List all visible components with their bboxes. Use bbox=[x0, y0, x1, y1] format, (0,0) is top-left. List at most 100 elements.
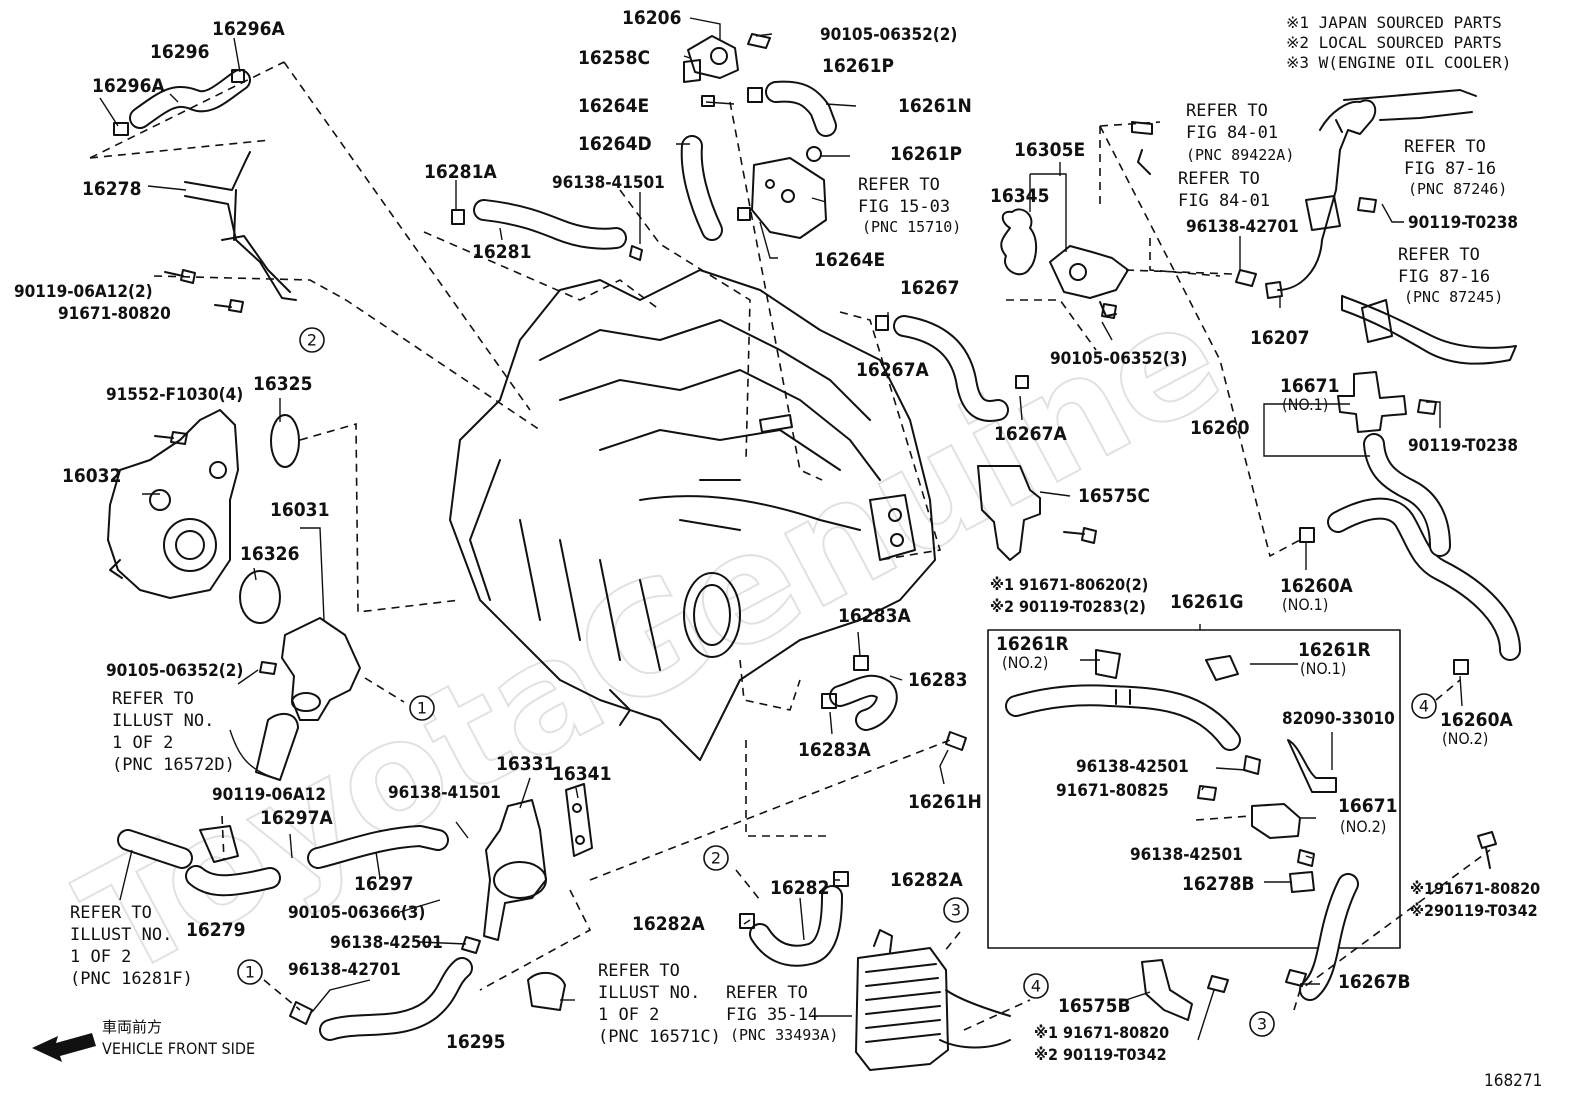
ref-fig-15-03: REFER TO FIG 15-03 (PNC 15710) bbox=[858, 175, 961, 236]
svg-text:3: 3 bbox=[951, 901, 961, 920]
front-label-en: VEHICLE FRONT SIDE bbox=[102, 1039, 255, 1058]
part-label: 16260A bbox=[1440, 709, 1513, 731]
part-label: 16282A bbox=[890, 869, 963, 891]
part-label: 91671-80825 bbox=[1056, 781, 1169, 801]
part-label: 16283A bbox=[838, 605, 911, 627]
callout-circle: 4 bbox=[1411, 693, 1437, 719]
svg-text:1 OF 2: 1 OF 2 bbox=[112, 733, 173, 753]
part-label: 16296 bbox=[150, 41, 209, 63]
part-label: 16282A bbox=[632, 913, 705, 935]
callout-circle: 2 bbox=[703, 845, 729, 871]
part-label: 16325 bbox=[253, 373, 312, 395]
part-label: 90105-06352(3) bbox=[1050, 349, 1187, 369]
sub-labels: (NO.1) (NO.1) (NO.2) (NO.2) (NO.2) (NO.1… bbox=[1002, 395, 1488, 836]
svg-text:REFER TO: REFER TO bbox=[1186, 101, 1268, 121]
part-label: 16295 bbox=[446, 1031, 505, 1053]
svg-text:FIG 35-14: FIG 35-14 bbox=[726, 1005, 818, 1025]
sub-label: (NO.2) bbox=[1002, 653, 1048, 672]
part-label: 16261H bbox=[908, 791, 982, 813]
part-label: 96138-42701 bbox=[1186, 217, 1299, 237]
note: ※191671-80820 bbox=[1410, 879, 1540, 898]
part-label: 96138-42701 bbox=[288, 960, 401, 980]
sub-label: (NO.2) bbox=[1442, 729, 1488, 748]
part-label: 96138-42501 bbox=[1076, 757, 1189, 777]
part-labels: 16296A 16296 16296A 16278 90119-06A12(2)… bbox=[14, 7, 1518, 1053]
svg-text:FIG 84-01: FIG 84-01 bbox=[1186, 123, 1278, 143]
svg-text:ILLUST NO.: ILLUST NO. bbox=[112, 711, 214, 731]
part-label: 16267A bbox=[856, 359, 929, 381]
part-label: 90119-06A12(2) bbox=[14, 282, 153, 302]
svg-text:2: 2 bbox=[711, 849, 721, 868]
note: ※1 91671-80620(2) bbox=[990, 575, 1148, 594]
part-label: 16283A bbox=[798, 739, 871, 761]
part-label: 16264D bbox=[578, 133, 652, 155]
clamp-16296a-right bbox=[231, 69, 245, 83]
svg-text:FIG 87-16: FIG 87-16 bbox=[1398, 267, 1490, 287]
svg-text:(PNC 16571C): (PNC 16571C) bbox=[598, 1027, 721, 1047]
part-label: 16331 bbox=[496, 753, 555, 775]
callouts: 1 1 2 2 3 3 3 4 4 bbox=[237, 327, 1437, 1037]
part-label: 90119-T0238 bbox=[1408, 213, 1518, 233]
part-label: 16267 bbox=[900, 277, 959, 299]
part-label: 16345 bbox=[990, 185, 1049, 207]
svg-text:ILLUST NO.: ILLUST NO. bbox=[70, 925, 172, 945]
notes: ※1 91671-80620(2) ※2 90119-T0283(2) ※1 9… bbox=[990, 575, 1540, 1064]
callout-circle: 1 bbox=[237, 959, 263, 985]
svg-text:(PNC 87246): (PNC 87246) bbox=[1408, 180, 1507, 198]
svg-text:(PNC 33493A): (PNC 33493A) bbox=[730, 1026, 838, 1044]
part-label: 96138-42501 bbox=[330, 933, 443, 953]
note: ※290119-T0342 bbox=[1410, 901, 1538, 920]
front-label-jp: 車両前方 bbox=[102, 1018, 162, 1036]
part-label: 16261N bbox=[898, 95, 972, 117]
svg-text:(PNC 87245): (PNC 87245) bbox=[1404, 288, 1503, 306]
ref-fig-84-01-b: REFER TO FIG 84-01 bbox=[1178, 169, 1270, 211]
svg-text:2: 2 bbox=[307, 331, 317, 350]
part-label: 82090-33010 bbox=[1282, 709, 1395, 729]
ref-pnc-16572d: REFER TO ILLUST NO. 1 OF 2 (PNC 16572D) bbox=[112, 689, 235, 775]
part-label: 16031 bbox=[270, 499, 329, 521]
callout-circle: 3 bbox=[943, 897, 969, 923]
part-label: 16267A bbox=[994, 423, 1067, 445]
part-label: 16261G bbox=[1170, 591, 1244, 613]
part-label: 16258C bbox=[578, 47, 650, 69]
vehicle-front-indicator: 車両前方 VEHICLE FRONT SIDE bbox=[32, 1018, 255, 1062]
svg-text:REFER TO: REFER TO bbox=[1178, 169, 1260, 189]
part-label: 91552-F1030(4) bbox=[106, 385, 243, 405]
svg-text:REFER TO: REFER TO bbox=[112, 689, 194, 709]
part-label: 16671 bbox=[1338, 795, 1397, 817]
leader-lines bbox=[99, 17, 1463, 1041]
svg-text:REFER TO: REFER TO bbox=[1404, 137, 1486, 157]
svg-text:(PNC 15710): (PNC 15710) bbox=[862, 218, 961, 236]
part-label: 90119-T0238 bbox=[1408, 436, 1518, 456]
callout-circle: 1 bbox=[409, 695, 435, 721]
part-label: 16305E bbox=[1014, 139, 1085, 161]
svg-text:1: 1 bbox=[417, 699, 427, 718]
part-label: 90105-06366(3) bbox=[288, 903, 425, 923]
part-label: 16278B bbox=[1182, 873, 1255, 895]
svg-text:(PNC 89422A): (PNC 89422A) bbox=[1186, 146, 1294, 164]
part-label: 16297A bbox=[260, 807, 333, 829]
svg-text:REFER TO: REFER TO bbox=[726, 983, 808, 1003]
engine-block bbox=[449, 269, 936, 761]
svg-text:REFER TO: REFER TO bbox=[598, 961, 680, 981]
svg-text:FIG 87-16: FIG 87-16 bbox=[1404, 159, 1496, 179]
part-label: 96138-41501 bbox=[388, 783, 501, 803]
part-label: 16260A bbox=[1280, 575, 1353, 597]
part-label: 16267B bbox=[1338, 971, 1411, 993]
part-label: 16281A bbox=[424, 161, 497, 183]
part-label: 16575B bbox=[1058, 995, 1131, 1017]
callout-circle: 2 bbox=[299, 327, 325, 353]
sub-label: (NO.1) bbox=[1300, 659, 1346, 678]
callout-circle: 3 bbox=[1249, 1011, 1275, 1037]
part-label: 16264E bbox=[814, 249, 885, 271]
part-label: 16326 bbox=[240, 543, 299, 565]
note: ※2 90119-T0342 bbox=[1034, 1045, 1167, 1064]
part-label: 16341 bbox=[552, 763, 611, 785]
legend-item-1: ※1 JAPAN SOURCED PARTS bbox=[1286, 13, 1502, 32]
note: ※2 90119-T0283(2) bbox=[990, 597, 1146, 616]
ref-fig-84-01-a: REFER TO FIG 84-01 (PNC 89422A) bbox=[1186, 101, 1294, 164]
svg-text:FIG 15-03: FIG 15-03 bbox=[858, 197, 950, 217]
svg-text:REFER TO: REFER TO bbox=[70, 903, 152, 923]
part-label: 16261P bbox=[822, 55, 894, 77]
